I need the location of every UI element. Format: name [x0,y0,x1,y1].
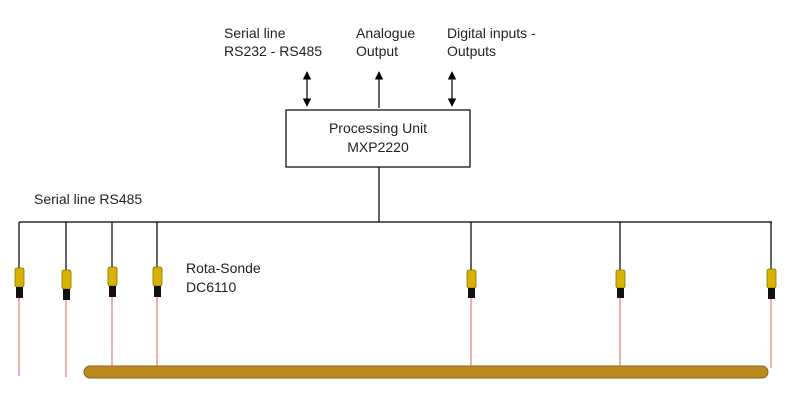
probe-label-line2: DC6110 [186,279,237,295]
analogue-label-line1: Analogue [356,25,415,41]
processing-unit-model: MXP2220 [347,139,409,155]
processing-unit-label: Processing Unit [329,120,427,136]
probe-5 [466,222,477,366]
probe-1 [14,222,25,376]
analogue-label-line2: Output [356,43,398,59]
serial-top-label-line2: RS232 - RS485 [224,43,322,59]
probe-label-line1: Rota-Sonde [186,260,261,276]
serial-top-label-line1: Serial line [224,25,286,41]
digital-label-line1: Digital inputs - [447,25,536,41]
serial-bus-label: Serial line RS485 [34,191,142,207]
probe-3 [107,222,118,366]
processing-unit-box [285,109,471,168]
probe-7 [766,222,777,368]
probe-2 [61,222,72,377]
probe-4 [152,222,163,366]
pipe [83,365,769,379]
probe-6 [615,222,626,366]
digital-label-line2: Outputs [447,43,496,59]
